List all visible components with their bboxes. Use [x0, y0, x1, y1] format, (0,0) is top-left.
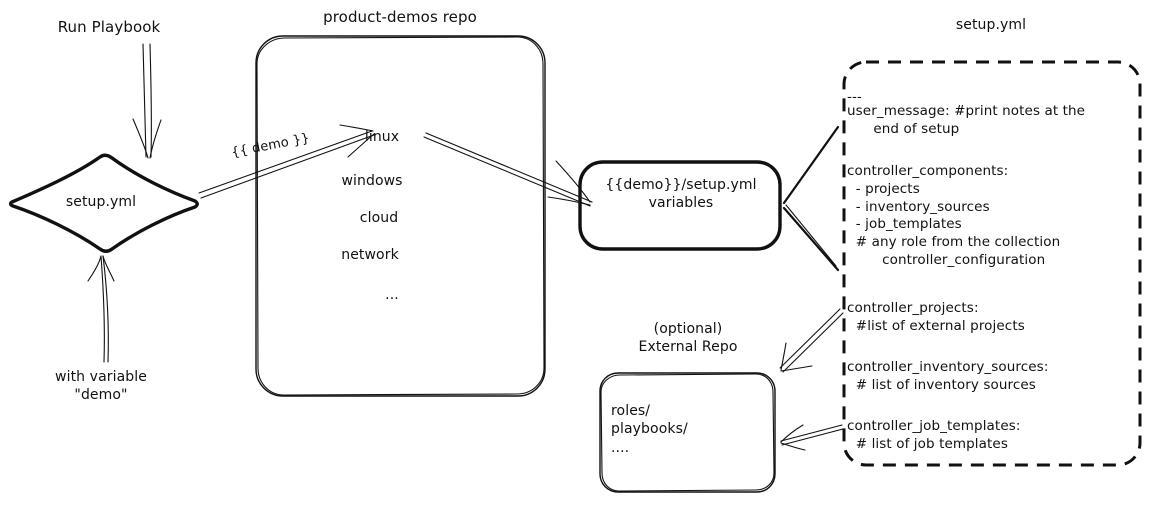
variables-box-shape [578, 160, 782, 251]
setup-yml-box-title: setup.yml [955, 17, 1027, 33]
with-variable-label: with variable "demo" [55, 369, 147, 404]
setup-yml-diamond-shape [8, 153, 199, 253]
demo-variable-arrow [198, 124, 375, 199]
product-demos-repo-box [255, 35, 546, 397]
setup-yml-line-controller-inventory-sources: controller_inventory_sources: # list of … [847, 359, 1049, 393]
linux-to-variables-arrow [423, 132, 593, 207]
setup-yml-node-label: setup.yml [65, 194, 137, 210]
with-variable-arrow [87, 255, 115, 363]
controller-job-templates-to-external-repo-arrow [780, 424, 844, 451]
setup-yml-line-controller-projects: controller_projects: #list of external p… [847, 300, 1025, 334]
external-repo-box-shape [599, 372, 776, 493]
setup-yml-line-doc-start: --- [847, 89, 862, 105]
setup-yml-line-controller-components: controller_components: - projects - inve… [847, 163, 1061, 269]
repo-item-linux: linux [364, 129, 400, 145]
external-repo-body: roles/ playbooks/ .... [611, 403, 688, 456]
run-playbook-label: Run Playbook [57, 18, 161, 36]
repo-item-cloud: cloud [359, 210, 399, 226]
setup-yml-line-controller-job-templates: controller_job_templates: # list of job … [847, 418, 1021, 452]
setup-yml-line-user-message: user_message: #print notes at the end of… [847, 103, 1086, 137]
external-repo-title: (optional) External Repo [638, 321, 738, 356]
setup-yml-to-variables-connector [782, 125, 840, 272]
run-playbook-arrow [132, 43, 162, 159]
controller-projects-to-external-repo-arrow [779, 308, 844, 373]
variables-box-label: {{demo}}/setup.yml variables [605, 177, 757, 212]
product-demos-repo-title: product-demos repo [323, 8, 477, 26]
repo-item-windows: windows [341, 173, 403, 189]
setup-yml-dashed-box [842, 60, 1142, 467]
repo-item-ellipsis: ... [385, 287, 399, 303]
repo-item-network: network [341, 247, 399, 263]
